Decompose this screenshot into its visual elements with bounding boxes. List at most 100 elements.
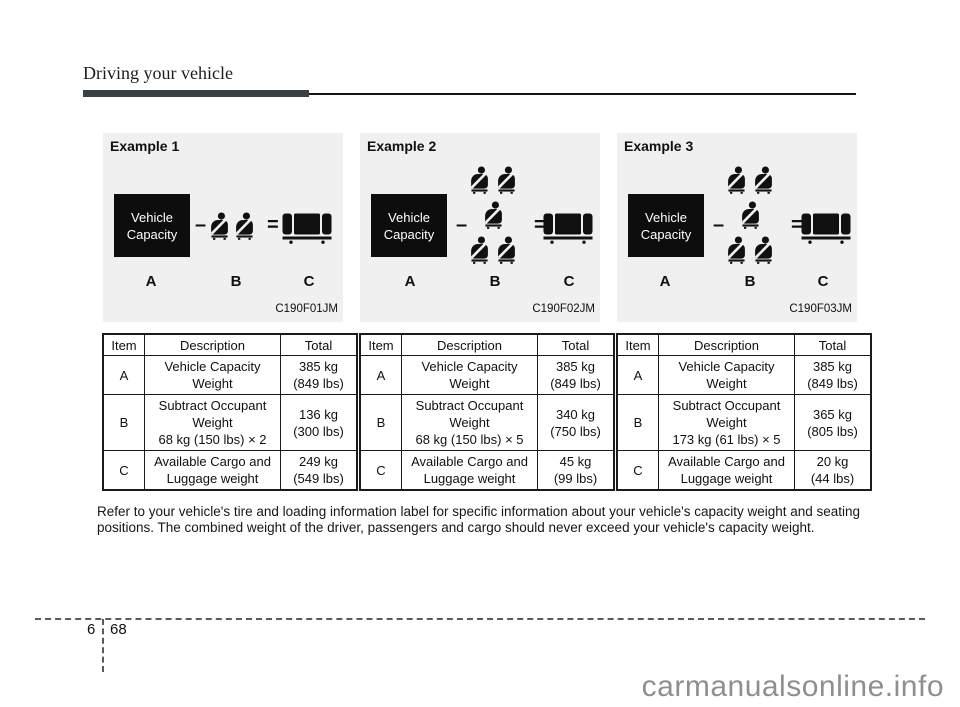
cell-description: Vehicle Capacity Weight bbox=[401, 355, 538, 395]
cargo-luggage-icon bbox=[282, 212, 332, 244]
vehicle-capacity-box-line1: Vehicle bbox=[645, 209, 687, 225]
column-header-item: Item bbox=[102, 333, 145, 356]
description-line: Available Cargo and bbox=[411, 454, 528, 469]
item-label-c: C bbox=[563, 273, 575, 290]
footer-dashed-rule bbox=[35, 618, 925, 620]
total-line: 20 kg bbox=[816, 454, 849, 469]
column-header-total: Total bbox=[537, 333, 615, 356]
cell-description: Vehicle Capacity Weight bbox=[144, 355, 281, 395]
table-row: C Available Cargo and Luggage weight 249… bbox=[102, 450, 358, 491]
column-header-description: Description bbox=[658, 333, 795, 356]
equals-sign: = bbox=[267, 214, 279, 236]
example-2-table: Item Description Total A Vehicle Capacit… bbox=[359, 333, 615, 491]
figure-code: C190F01JM bbox=[275, 303, 338, 315]
occupant-row bbox=[726, 165, 774, 195]
description-line: Luggage weight bbox=[680, 471, 773, 486]
example-2-title: Example 2 bbox=[367, 138, 437, 154]
occupant-row bbox=[469, 235, 517, 265]
occupant-row bbox=[469, 165, 517, 195]
cell-total: 385 kg (849 lbs) bbox=[537, 355, 615, 395]
total-line: 45 kg bbox=[559, 454, 592, 469]
total-line: (849 lbs) bbox=[807, 376, 858, 391]
occupant-icons-group bbox=[209, 211, 255, 241]
occupant-row bbox=[726, 235, 774, 265]
description-line: Weight bbox=[192, 415, 233, 430]
example-3-title: Example 3 bbox=[624, 138, 694, 154]
item-label-a: A bbox=[404, 273, 416, 290]
vehicle-capacity-box-line2: Capacity bbox=[640, 226, 692, 242]
cargo-luggage-icon bbox=[543, 212, 593, 244]
cell-item: C bbox=[616, 450, 659, 491]
cell-description: Subtract Occupant Weight 68 kg (150 lbs)… bbox=[144, 394, 281, 451]
cell-item: B bbox=[102, 394, 145, 451]
table-row: A Vehicle Capacity Weight 385 kg (849 lb… bbox=[616, 355, 872, 395]
item-label-b: B bbox=[489, 273, 501, 290]
description-line: 173 kg (61 lbs) × 5 bbox=[672, 432, 781, 447]
equals-sign: = bbox=[791, 214, 803, 236]
occupant-seatbelt-icon bbox=[469, 165, 490, 195]
cell-description: Available Cargo and Luggage weight bbox=[401, 450, 538, 491]
description-line: 68 kg (150 lbs) × 2 bbox=[158, 432, 267, 447]
cell-total: 385 kg (849 lbs) bbox=[794, 355, 872, 395]
item-label-c: C bbox=[303, 273, 315, 290]
column-header-total: Total bbox=[280, 333, 358, 356]
table-header-row: Item Description Total bbox=[102, 333, 358, 356]
cell-total: 340 kg (750 lbs) bbox=[537, 394, 615, 451]
cell-item: C bbox=[359, 450, 402, 491]
example-3-figure-panel: Example 3 Vehicle Capacity – = A B C C19… bbox=[617, 133, 857, 322]
item-label-c: C bbox=[817, 273, 829, 290]
total-line: 136 kg bbox=[298, 406, 339, 422]
vehicle-capacity-box-line1: Vehicle bbox=[131, 209, 173, 225]
item-label-b: B bbox=[744, 273, 756, 290]
occupant-seatbelt-icon bbox=[726, 235, 747, 265]
description-line: Subtract Occupant bbox=[158, 398, 267, 413]
header-rule-thin bbox=[83, 93, 856, 95]
vehicle-capacity-box: Vehicle Capacity bbox=[114, 194, 190, 257]
occupant-seatbelt-icon bbox=[753, 235, 774, 265]
item-label-a: A bbox=[659, 273, 671, 290]
example-1-title: Example 1 bbox=[110, 138, 180, 154]
description-line: Subtract Occupant bbox=[672, 398, 781, 413]
vehicle-capacity-box-line2: Capacity bbox=[383, 226, 435, 242]
table-row: A Vehicle Capacity Weight 385 kg (849 lb… bbox=[102, 355, 358, 395]
description-line: Weight bbox=[449, 415, 490, 430]
description-line: Luggage weight bbox=[423, 471, 516, 486]
table-row: B Subtract Occupant Weight 68 kg (150 lb… bbox=[102, 394, 358, 451]
table-header-row: Item Description Total bbox=[616, 333, 872, 356]
table-row: C Available Cargo and Luggage weight 45 … bbox=[359, 450, 615, 491]
table-row: B Subtract Occupant Weight 173 kg (61 lb… bbox=[616, 394, 872, 451]
cell-description: Subtract Occupant Weight 173 kg (61 lbs)… bbox=[658, 394, 795, 451]
description-line: Weight bbox=[192, 376, 233, 391]
cell-item: C bbox=[102, 450, 145, 491]
description-line: Weight bbox=[706, 415, 747, 430]
cell-description: Available Cargo and Luggage weight bbox=[144, 450, 281, 491]
vehicle-capacity-box-line2: Capacity bbox=[126, 226, 178, 242]
total-line: (549 lbs) bbox=[293, 471, 344, 486]
cell-total: 249 kg (549 lbs) bbox=[280, 450, 358, 491]
total-line: (849 lbs) bbox=[550, 376, 601, 391]
example-1-figure-panel: Example 1 Vehicle Capacity – = A B C C19… bbox=[103, 133, 343, 322]
cell-item: B bbox=[616, 394, 659, 451]
watermark-text: carmanualsonline.info bbox=[641, 670, 944, 703]
total-line: 249 kg bbox=[298, 454, 339, 469]
cargo-luggage-icon bbox=[801, 212, 851, 244]
description-line: Vehicle Capacity bbox=[421, 359, 518, 374]
cell-item: A bbox=[359, 355, 402, 395]
cell-total: 45 kg (99 lbs) bbox=[537, 450, 615, 491]
cell-item: B bbox=[359, 394, 402, 451]
occupant-seatbelt-icon bbox=[740, 200, 761, 230]
occupant-seatbelt-icon bbox=[496, 235, 517, 265]
table-row: C Available Cargo and Luggage weight 20 … bbox=[616, 450, 872, 491]
header-rule-thick bbox=[83, 90, 309, 97]
cell-description: Subtract Occupant Weight 68 kg (150 lbs)… bbox=[401, 394, 538, 451]
description-line: Weight bbox=[706, 376, 747, 391]
minus-sign: – bbox=[713, 214, 725, 236]
occupant-seatbelt-icon bbox=[469, 235, 490, 265]
total-line: (750 lbs) bbox=[550, 423, 601, 439]
item-label-a: A bbox=[145, 273, 157, 290]
minus-sign: – bbox=[456, 214, 468, 236]
total-line: (44 lbs) bbox=[810, 471, 855, 486]
total-line: (849 lbs) bbox=[293, 376, 344, 391]
example-2-figure-panel: Example 2 Vehicle Capacity – = A B C C19… bbox=[360, 133, 600, 322]
description-line: Available Cargo and bbox=[668, 454, 785, 469]
